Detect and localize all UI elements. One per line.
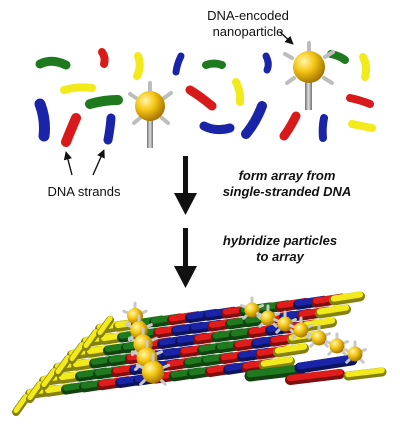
strand <box>60 83 96 94</box>
strand <box>172 52 185 76</box>
step-arrow-2 <box>174 228 197 288</box>
dna-rod <box>294 354 358 374</box>
dna-rod <box>285 369 345 385</box>
dna-rod <box>26 381 44 403</box>
strand <box>348 120 376 132</box>
nanoparticle-1 <box>128 81 173 148</box>
strands-label: DNA strands <box>48 184 121 199</box>
strand <box>232 78 245 106</box>
strand <box>103 113 116 145</box>
strand <box>34 98 50 142</box>
step-arrow-1 <box>174 156 197 215</box>
dna-rod <box>12 394 30 416</box>
dna-rod <box>54 355 72 377</box>
strand <box>61 113 81 147</box>
strand <box>85 95 123 109</box>
strand <box>202 59 226 69</box>
dna-rod <box>259 356 295 371</box>
dna-rod <box>244 364 306 382</box>
array-nanoparticle <box>343 340 367 364</box>
array-nanoparticle <box>289 316 313 340</box>
dna-rod <box>68 342 86 364</box>
dna-rod <box>329 291 365 306</box>
strand <box>98 48 109 68</box>
strand <box>346 94 374 108</box>
dna-array <box>12 291 387 416</box>
dna-rod <box>40 368 58 390</box>
array-nanoparticles <box>122 296 367 386</box>
step1-label-line2: single-stranded DNA <box>223 184 352 199</box>
nanoparticle-2 <box>283 41 335 110</box>
strand <box>199 121 235 135</box>
scattered-strands <box>34 48 376 147</box>
strand <box>262 52 272 74</box>
strand <box>185 85 217 111</box>
step2-label-line1: hybridize particles <box>223 233 337 248</box>
dna-rod <box>273 343 309 358</box>
strand <box>133 52 144 80</box>
dna-rod <box>315 304 351 319</box>
strand <box>241 101 267 139</box>
nanoparticle-label-line2: nanoparticle <box>213 24 284 39</box>
dna-rod <box>82 329 100 351</box>
array-nanoparticle <box>135 352 171 386</box>
array-nanoparticle <box>325 332 349 356</box>
nanoparticle-pointer-arrow <box>279 31 294 45</box>
strands-pointer-arrow-right <box>92 149 105 176</box>
dna-rod <box>343 367 387 381</box>
array-nanoparticle <box>256 304 280 328</box>
strand <box>359 53 371 81</box>
strand <box>327 50 349 64</box>
nanoparticle-label-line1: DNA-encoded <box>207 8 289 23</box>
dna-rod <box>96 316 114 338</box>
strand <box>35 56 71 70</box>
array-nanoparticle <box>240 296 264 320</box>
strand <box>318 114 328 142</box>
step2-label-line2: to array <box>256 249 304 264</box>
array-nanoparticle <box>273 310 297 334</box>
strand <box>279 111 301 141</box>
strands-pointer-arrow-left <box>63 151 73 176</box>
array-nanoparticle <box>307 324 331 348</box>
step1-label-line1: form array from <box>239 168 336 183</box>
